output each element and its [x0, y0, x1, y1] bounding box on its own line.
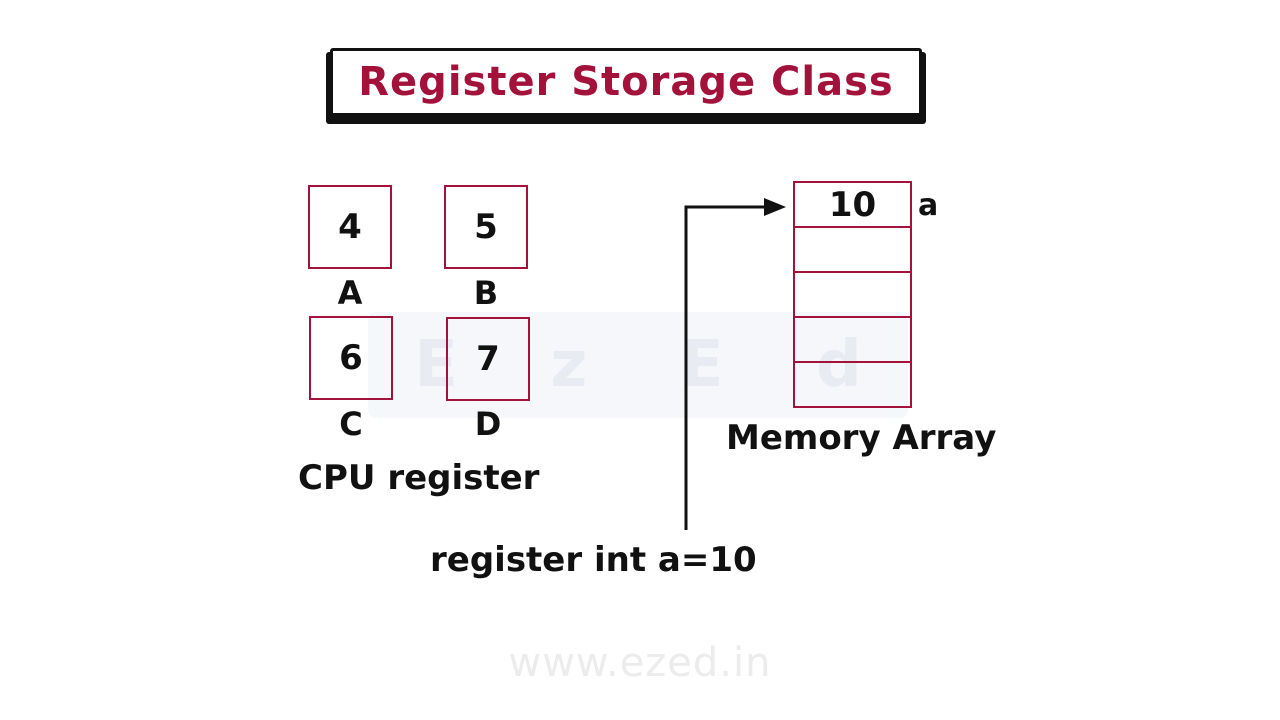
memory-cell [795, 363, 910, 406]
memory-cell [795, 318, 910, 363]
register-d-box: 7 [446, 317, 530, 401]
memory-array: 10 [793, 181, 912, 408]
register-d-label: D [474, 405, 502, 443]
register-c-value: 6 [339, 338, 363, 378]
memory-array-caption: Memory Array [726, 418, 997, 458]
register-a-box: 4 [308, 185, 392, 269]
register-c-label: C [339, 405, 363, 443]
cpu-register-caption: CPU register [298, 458, 540, 498]
memory-variable-label: a [918, 188, 939, 223]
memory-cell [795, 228, 910, 273]
register-b-box: 5 [444, 185, 528, 269]
footer-url: www.ezed.in [508, 640, 772, 686]
title-banner: Register Storage Class [330, 48, 922, 116]
register-c-box: 6 [309, 316, 393, 400]
register-b-label: B [473, 274, 499, 312]
register-a-value: 4 [338, 207, 362, 247]
memory-cell [795, 273, 910, 318]
register-b-value: 5 [474, 207, 498, 247]
register-a-label: A [337, 274, 363, 312]
memory-cell: 10 [795, 183, 910, 228]
register-d-value: 7 [476, 339, 500, 379]
watermark-letter: z [550, 328, 588, 402]
watermark-letter: d [816, 328, 862, 402]
page-title: Register Storage Class [358, 59, 894, 105]
code-statement: register int a=10 [430, 540, 757, 580]
watermark-letter: E [414, 328, 458, 402]
